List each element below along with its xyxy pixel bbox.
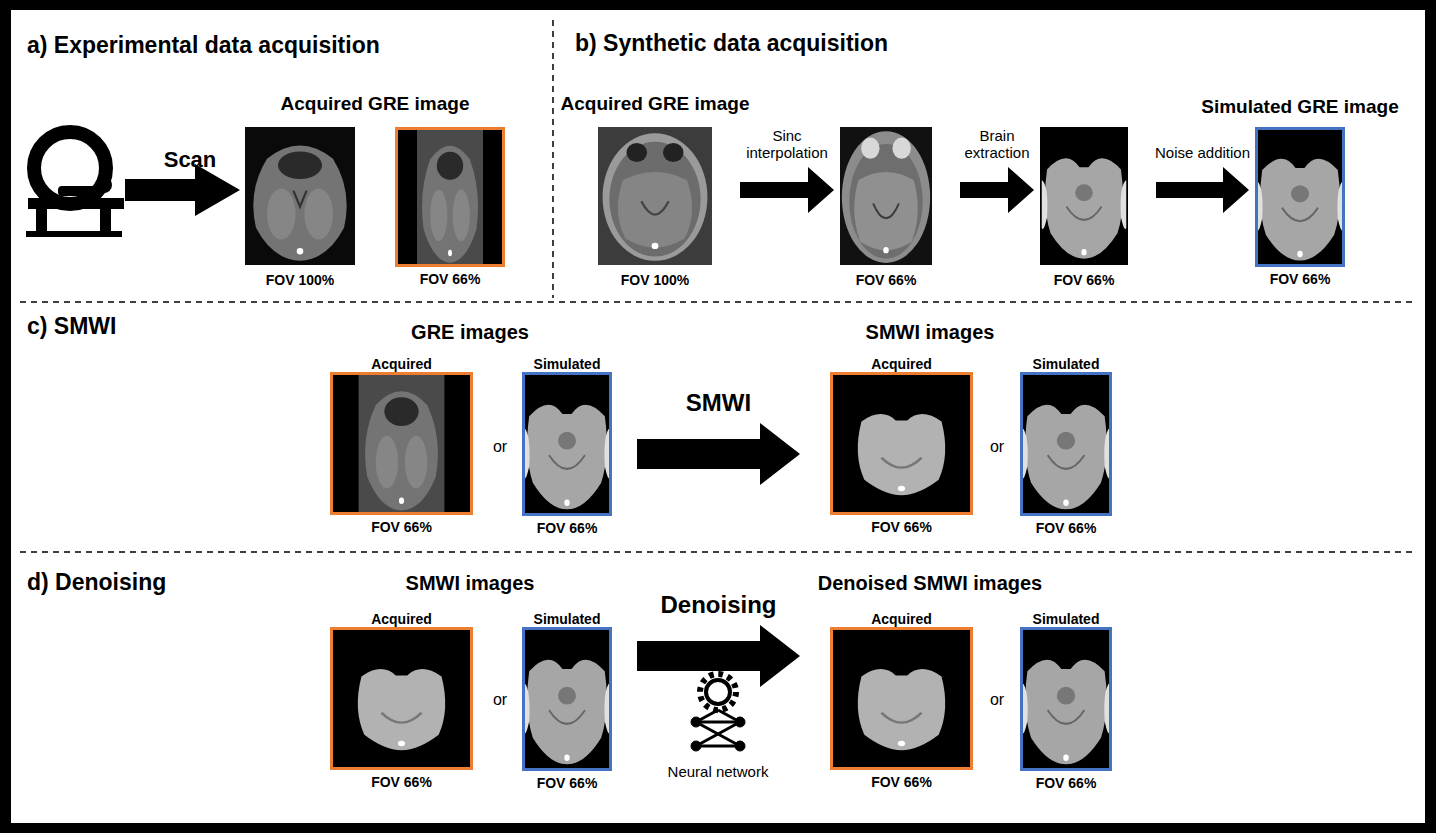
image-heading: Acquired <box>371 611 432 627</box>
arrow-label: Brain extraction <box>947 127 1047 162</box>
arrow-label: Sinc interpolation <box>737 127 837 162</box>
text-label: GRE images <box>411 321 529 344</box>
image-heading: Acquired <box>871 356 932 372</box>
image-frame: FOV 66% <box>395 127 505 267</box>
text-label: Acquired GRE image <box>281 93 470 115</box>
text-label: or <box>990 691 1004 709</box>
image-frame: SimulatedFOV 66% <box>522 372 612 516</box>
image-frame: Acquired GRE imageFOV 100% <box>598 127 712 265</box>
fov-caption: FOV 66% <box>1036 520 1097 536</box>
fov-caption: FOV 66% <box>871 774 932 790</box>
image-frame: AcquiredFOV 66% <box>330 627 473 770</box>
section-title: a) Experimental data acquisition <box>27 32 380 58</box>
fov-caption: FOV 66% <box>1036 775 1097 791</box>
fov-caption: FOV 66% <box>371 519 432 535</box>
image-frame: FOV 66% <box>840 127 932 265</box>
text-label: Scan <box>164 147 217 172</box>
arrow-label: Noise addition <box>1153 144 1253 161</box>
block-arrow <box>1156 167 1249 213</box>
image-heading: Simulated <box>1033 611 1100 627</box>
scanner-icon <box>26 132 124 237</box>
image-frame: FOV 100% <box>245 127 355 265</box>
image-frame: SimulatedFOV 66% <box>1020 627 1112 771</box>
image-heading: Simulated <box>534 611 601 627</box>
section-title: c) SMWI <box>27 313 116 339</box>
arrow-label: SMWI <box>634 389 804 417</box>
text-label: or <box>493 691 507 709</box>
image-frame: AcquiredFOV 66% <box>830 627 973 770</box>
image-frame: Simulated GRE imageFOV 66% <box>1255 127 1345 267</box>
section-title: d) Denoising <box>27 569 166 595</box>
text-label: or <box>990 438 1004 456</box>
fov-caption: FOV 66% <box>537 520 598 536</box>
fov-caption: FOV 66% <box>871 519 932 535</box>
arrow-label: Denoising <box>634 591 804 619</box>
fov-caption: FOV 66% <box>1054 272 1115 288</box>
text-label: SMWI images <box>406 572 535 595</box>
fov-caption: FOV 66% <box>420 271 481 287</box>
fov-caption: FOV 66% <box>856 272 917 288</box>
block-arrow <box>637 423 800 485</box>
image-frame: AcquiredFOV 66% <box>830 372 973 515</box>
block-arrow <box>960 167 1034 213</box>
fov-caption: FOV 100% <box>621 272 689 288</box>
image-heading: Acquired GRE image <box>561 93 750 115</box>
text-label: or <box>493 438 507 456</box>
image-heading: Simulated <box>1033 356 1100 372</box>
image-frame: SimulatedFOV 66% <box>1020 372 1112 516</box>
image-frame: FOV 66% <box>1040 127 1128 265</box>
fov-caption: FOV 66% <box>1270 271 1331 287</box>
block-arrow <box>637 625 800 687</box>
fov-caption: FOV 66% <box>537 775 598 791</box>
neural-network-icon <box>691 674 745 751</box>
fov-caption: FOV 66% <box>371 774 432 790</box>
text-label: Neural network <box>668 763 769 780</box>
image-frame: AcquiredFOV 66% <box>330 372 473 515</box>
section-title: b) Synthetic data acquisition <box>575 30 888 56</box>
image-heading: Acquired <box>371 356 432 372</box>
image-heading: Simulated <box>534 356 601 372</box>
fov-caption: FOV 100% <box>266 272 334 288</box>
image-heading: Simulated GRE image <box>1201 96 1398 118</box>
block-arrow <box>740 167 834 213</box>
text-label: Denoised SMWI images <box>818 572 1043 595</box>
text-label: SMWI images <box>866 321 995 344</box>
image-heading: Acquired <box>871 611 932 627</box>
image-frame: SimulatedFOV 66% <box>522 627 612 771</box>
